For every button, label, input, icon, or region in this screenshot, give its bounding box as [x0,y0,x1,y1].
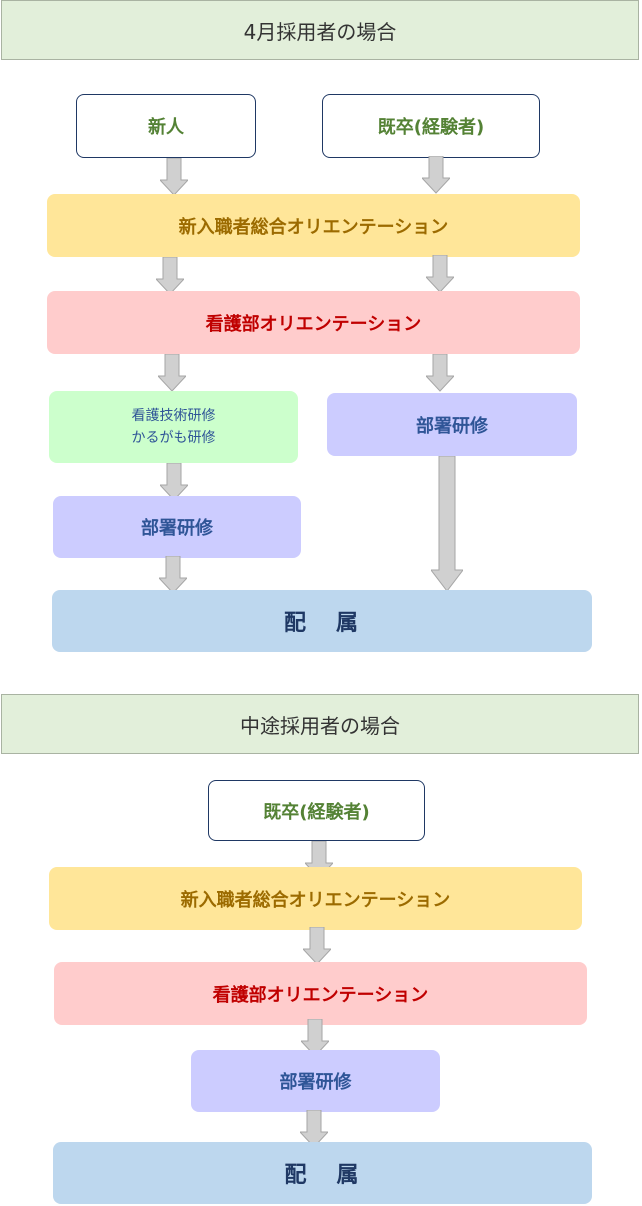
assignment-label-part1: 配 [283,611,308,636]
arrow-down-icon [159,556,187,594]
new-grad-box: 新人 [76,94,256,158]
dept-training-right-label: 部署研修 [416,415,488,437]
arrow-down-icon [160,158,188,196]
nursing-orientation-box: 看護部オリエンテーション [47,291,580,354]
assignment-box-april: 配属 [52,590,592,652]
experienced-label: 既卒(経験者) [377,117,485,138]
skills-training-line2: かるがも研修 [131,430,216,446]
experienced-box: 既卒(経験者) [322,94,540,158]
assignment-midcareer-part1: 配 [284,1163,309,1188]
experienced-box-midcareer: 既卒(経験者) [208,780,425,841]
general-orientation-label: 新入職者総合オリエンテーション [178,216,449,238]
dept-training-left-box: 部署研修 [53,496,301,558]
section-header-april-text: 4月採用者の場合 [243,19,397,44]
assignment-box-midcareer: 配属 [53,1142,592,1204]
nursing-orientation-label: 看護部オリエンテーション [205,313,422,335]
dept-training-left-label: 部署研修 [141,518,213,539]
skills-training-line1: 看護技術研修 [131,408,216,424]
general-orientation-box-midcareer: 新入職者総合オリエンテーション [49,867,582,930]
nursing-orientation-midcareer-label: 看護部オリエンテーション [212,984,429,1006]
experienced-midcareer-label: 既卒(経験者) [263,801,370,823]
dept-training-box-midcareer: 部署研修 [191,1050,440,1112]
arrow-down-icon [300,1110,328,1148]
general-orientation-midcareer-label: 新入職者総合オリエンテーション [180,889,451,911]
arrow-down-long-icon [431,456,463,592]
general-orientation-box: 新入職者総合オリエンテーション [47,194,580,257]
assignment-midcareer-part2: 属 [336,1163,361,1188]
nursing-orientation-box-midcareer: 看護部オリエンテーション [54,962,587,1025]
arrow-down-icon [422,156,450,194]
section-header-midcareer: 中途採用者の場合 [1,694,639,754]
dept-training-midcareer-label: 部署研修 [279,1072,352,1093]
arrow-down-icon [301,1019,329,1057]
dept-training-right-box: 部署研修 [327,393,577,456]
section-header-april: 4月採用者の場合 [1,0,639,60]
arrow-down-icon [426,255,454,293]
arrow-down-icon [303,927,331,965]
new-grad-label: 新人 [148,117,184,138]
arrow-down-icon [426,354,454,392]
assignment-label-part2: 属 [336,611,361,636]
section-header-midcareer-text: 中途採用者の場合 [240,713,400,738]
arrow-down-icon [158,354,186,392]
arrow-down-icon [160,463,188,501]
skills-training-box: 看護技術研修 かるがも研修 [49,391,298,463]
arrow-down-icon [156,257,184,295]
